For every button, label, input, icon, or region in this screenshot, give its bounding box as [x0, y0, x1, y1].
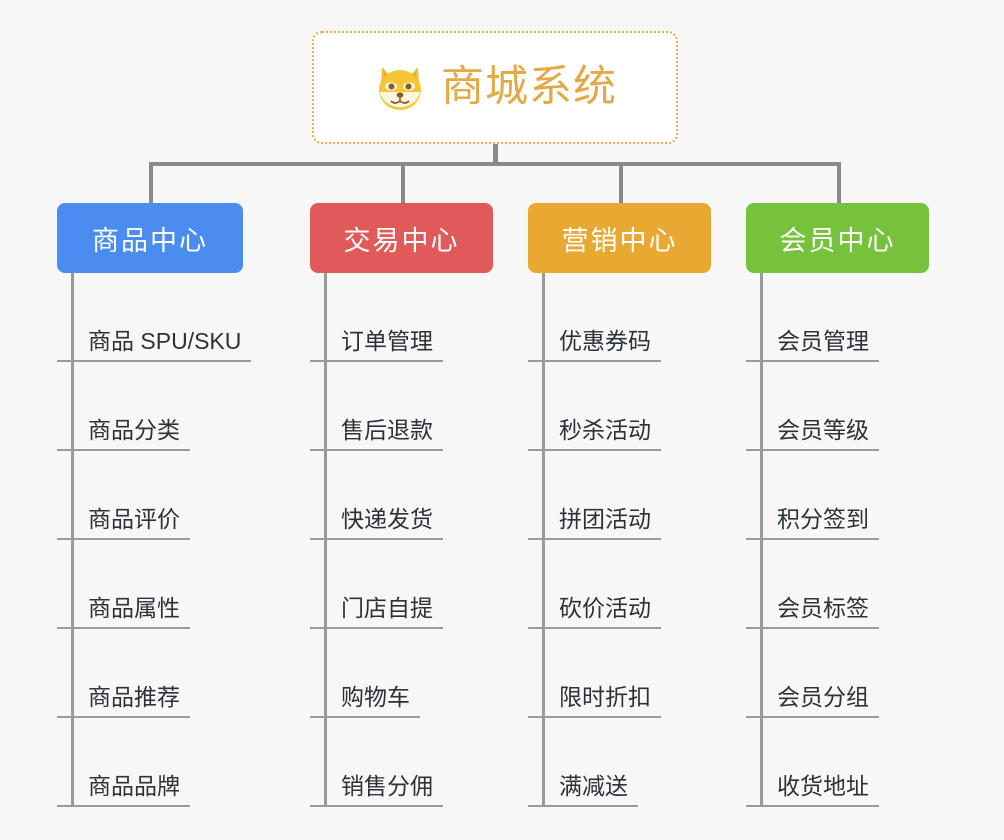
- list-item[interactable]: 订单管理: [310, 273, 443, 362]
- leaf-label: 积分签到: [746, 506, 879, 540]
- leaf-label: 商品 SPU/SKU: [57, 328, 252, 362]
- list-item[interactable]: 快递发货: [310, 451, 443, 540]
- list-item[interactable]: 商品分类: [57, 362, 251, 451]
- leaf-label: 售后退款: [310, 417, 443, 451]
- leaf-label: 满减送: [528, 773, 638, 807]
- category-header-3[interactable]: 营销中心: [528, 203, 711, 273]
- category-leaves-4: 会员管理 会员等级 积分签到 会员标签 会员分组 收货地址: [746, 273, 879, 807]
- list-item[interactable]: 会员标签: [746, 540, 879, 629]
- list-item[interactable]: 会员管理: [746, 273, 879, 362]
- list-item[interactable]: 满减送: [528, 718, 661, 807]
- list-item[interactable]: 商品属性: [57, 540, 251, 629]
- category-header-label-1: 商品中心: [92, 225, 208, 256]
- list-item[interactable]: 销售分佣: [310, 718, 443, 807]
- category-header-1[interactable]: 商品中心: [57, 203, 243, 273]
- list-item[interactable]: 会员分组: [746, 629, 879, 718]
- category-leaves-3: 优惠券码 秒杀活动 拼团活动 砍价活动 限时折扣 满减送: [528, 273, 661, 807]
- category-leaves-2: 订单管理 售后退款 快递发货 门店自提 购物车 销售分佣: [310, 273, 443, 807]
- list-item[interactable]: 售后退款: [310, 362, 443, 451]
- category-column-交易中心: 交易中心 订单管理 售后退款 快递发货 门店自提 购物车 销售分佣: [310, 203, 493, 807]
- list-item[interactable]: 砍价活动: [528, 540, 661, 629]
- category-column-会员中心: 会员中心 会员管理 会员等级 积分签到 会员标签 会员分组 收货地址: [746, 203, 929, 807]
- leaf-label: 购物车: [310, 684, 420, 718]
- leaf-label: 商品属性: [57, 595, 190, 629]
- leaf-label: 会员分组: [746, 684, 879, 718]
- connector-drop-2: [401, 162, 405, 205]
- leaf-label: 快递发货: [310, 506, 443, 540]
- connector-drop-4: [837, 162, 841, 205]
- leaf-label: 限时折扣: [528, 684, 661, 718]
- leaf-label: 砍价活动: [528, 595, 661, 629]
- leaf-label: 拼团活动: [528, 506, 661, 540]
- leaf-label: 商品品牌: [57, 773, 190, 807]
- leaf-label: 会员标签: [746, 595, 879, 629]
- shiba-dog-face-icon: [373, 63, 427, 113]
- leaf-label: 收货地址: [746, 773, 879, 807]
- list-item[interactable]: 商品评价: [57, 451, 251, 540]
- leaf-label: 门店自提: [310, 595, 443, 629]
- list-item[interactable]: 商品 SPU/SKU: [57, 273, 252, 362]
- category-header-2[interactable]: 交易中心: [310, 203, 493, 273]
- leaf-label: 销售分佣: [310, 773, 443, 807]
- leaf-label: 商品分类: [57, 417, 190, 451]
- category-leaves-1: 商品 SPU/SKU 商品分类 商品评价 商品属性 商品推荐 商品品牌: [57, 273, 252, 807]
- category-header-4[interactable]: 会员中心: [746, 203, 929, 273]
- category-column-营销中心: 营销中心 优惠券码 秒杀活动 拼团活动 砍价活动 限时折扣 满减送: [528, 203, 711, 807]
- leaf-label: 订单管理: [310, 328, 443, 362]
- category-header-label-4: 会员中心: [779, 225, 896, 256]
- category-column-商品中心: 商品中心 商品 SPU/SKU 商品分类 商品评价 商品属性 商品推荐 商品品牌: [57, 203, 252, 807]
- list-item[interactable]: 限时折扣: [528, 629, 661, 718]
- list-item[interactable]: 门店自提: [310, 540, 443, 629]
- list-item[interactable]: 收货地址: [746, 718, 879, 807]
- leaf-label: 商品推荐: [57, 684, 190, 718]
- category-header-label-2: 交易中心: [343, 225, 460, 256]
- connector-horizontal-bus: [150, 162, 840, 166]
- list-item[interactable]: 商品品牌: [57, 718, 251, 807]
- list-item[interactable]: 优惠券码: [528, 273, 661, 362]
- list-item[interactable]: 商品推荐: [57, 629, 251, 718]
- leaf-label: 商品评价: [57, 506, 190, 540]
- list-item[interactable]: 积分签到: [746, 451, 879, 540]
- leaf-label: 会员等级: [746, 417, 879, 451]
- root-title: 商城系统: [441, 63, 617, 111]
- connector-drop-3: [619, 162, 623, 205]
- leaf-label: 秒杀活动: [528, 417, 661, 451]
- category-header-label-3: 营销中心: [561, 225, 678, 256]
- list-item[interactable]: 会员等级: [746, 362, 879, 451]
- connector-drop-1: [149, 162, 153, 205]
- leaf-label: 会员管理: [746, 328, 879, 362]
- connector-root-stem: [493, 144, 498, 166]
- list-item[interactable]: 拼团活动: [528, 451, 661, 540]
- leaf-label: 优惠券码: [528, 328, 661, 362]
- list-item[interactable]: 购物车: [310, 629, 443, 718]
- root-node[interactable]: 商城系统: [312, 31, 678, 144]
- list-item[interactable]: 秒杀活动: [528, 362, 661, 451]
